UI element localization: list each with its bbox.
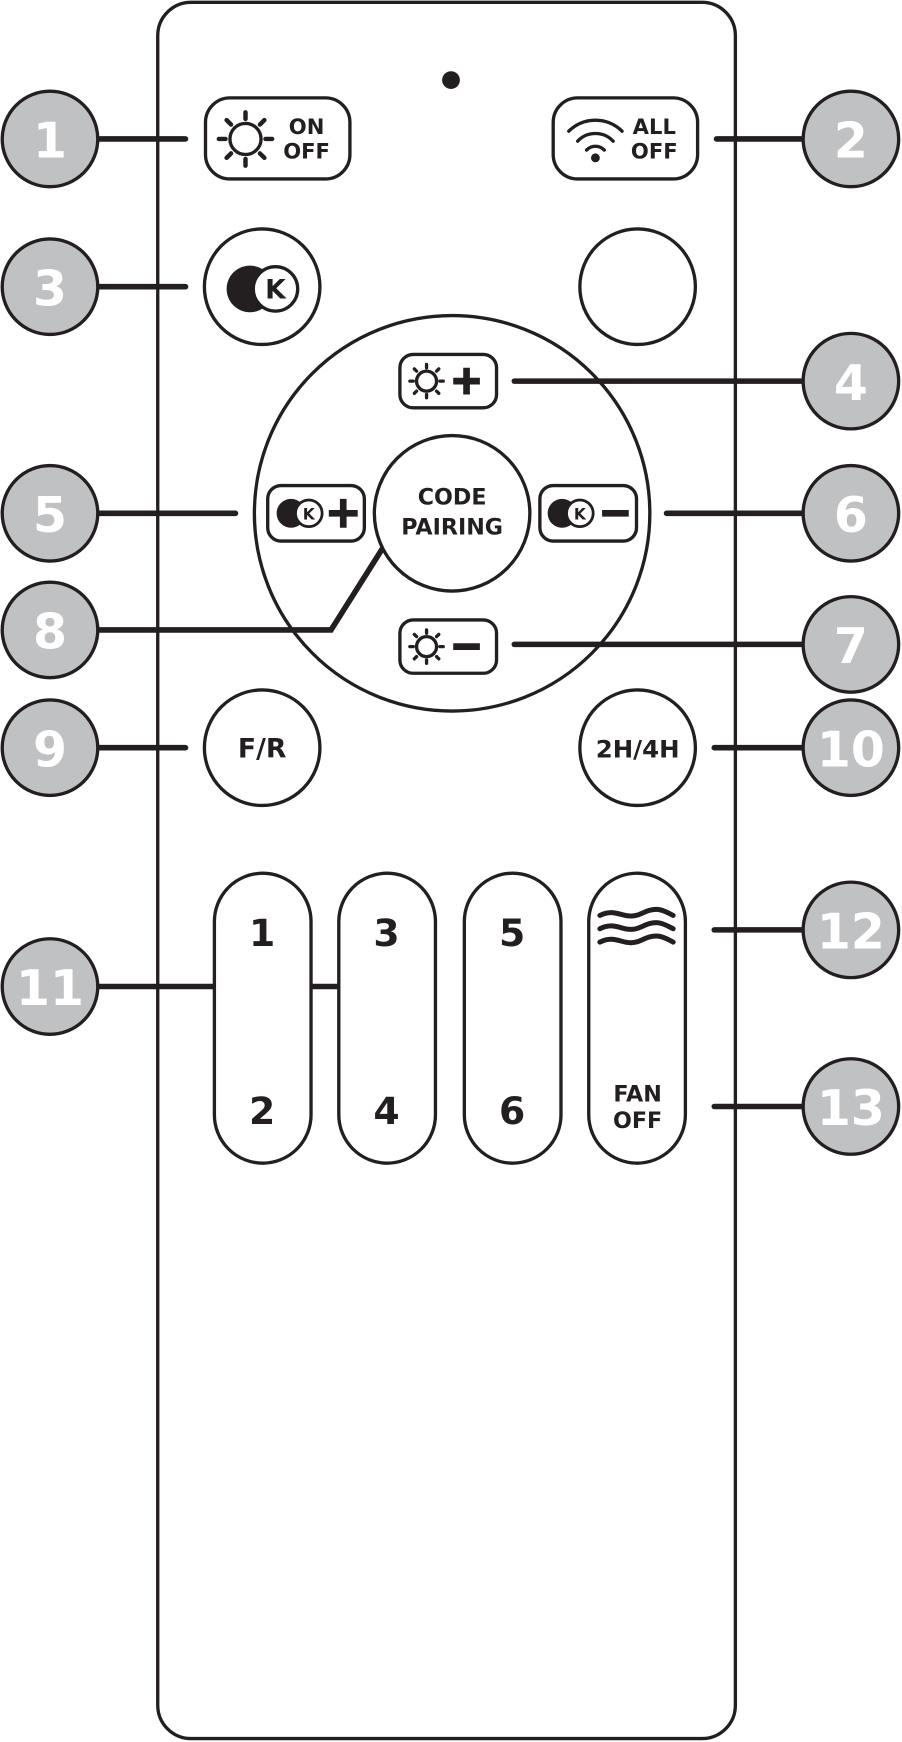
wireless-signal-icon: [567, 118, 624, 163]
fan-off-button[interactable]: FAN OFF: [587, 871, 688, 1165]
breeze-icon: [597, 906, 676, 946]
callout-11: 11: [0, 937, 100, 1036]
fan-off-label: OFF: [613, 1108, 662, 1134]
svg-text:5: 5: [499, 911, 525, 955]
color-temperature-icon: K: [226, 265, 300, 313]
callout-9: 9: [0, 698, 100, 798]
svg-text:1: 1: [33, 113, 67, 170]
dial-ring: [252, 313, 652, 713]
callout-10: 10: [801, 698, 901, 798]
cct-plus-icon: K: [276, 498, 358, 529]
svg-text:1: 1: [249, 911, 275, 955]
svg-text:5: 5: [33, 487, 67, 544]
svg-text:K: K: [574, 505, 587, 523]
svg-text:2: 2: [834, 113, 868, 170]
code-label: CODE: [418, 485, 487, 511]
callout-12: 12: [801, 880, 901, 980]
cct-minus-icon: K: [547, 498, 629, 529]
svg-text:6: 6: [834, 487, 868, 544]
speed-3-4-button[interactable]: 3 4: [337, 871, 438, 1165]
callout-5: 5: [0, 463, 100, 563]
svg-text:9: 9: [33, 721, 67, 778]
svg-text:13: 13: [817, 1080, 885, 1137]
blank-button[interactable]: [578, 227, 698, 347]
speed-1-2-button[interactable]: 1 2: [212, 871, 313, 1165]
svg-text:3: 3: [33, 260, 67, 317]
callout-6: 6: [801, 463, 901, 563]
sun-minus-icon: [408, 628, 480, 665]
svg-text:10: 10: [817, 721, 885, 778]
svg-text:6: 6: [499, 1089, 525, 1133]
all-label: ALL: [633, 114, 676, 139]
pairing-label: PAIRING: [401, 515, 503, 541]
svg-text:12: 12: [817, 904, 885, 961]
svg-text:2: 2: [249, 1089, 275, 1133]
light-on-off-button[interactable]: ON OFF: [203, 96, 352, 181]
forward-reverse-button[interactable]: F/R: [202, 688, 322, 808]
callout-8: 8: [0, 580, 100, 680]
callout-3: 3: [0, 237, 100, 337]
callout-7: 7: [801, 594, 901, 694]
sun-icon: [216, 110, 275, 168]
timer-button[interactable]: 2H/4H: [578, 688, 698, 808]
sun-plus-icon: [408, 362, 480, 400]
svg-text:F/R: F/R: [238, 733, 286, 764]
all-off-button[interactable]: ALL OFF: [551, 96, 700, 181]
svg-text:7: 7: [834, 618, 868, 675]
callout-4: 4: [801, 331, 901, 431]
svg-text:4: 4: [834, 355, 868, 412]
speed-5-6-button[interactable]: 5 6: [462, 871, 563, 1165]
callout-1: 1: [0, 89, 100, 189]
fan-label: FAN: [613, 1081, 661, 1107]
color-temperature-button[interactable]: K: [202, 227, 322, 347]
code-pairing-button[interactable]: CODE PAIRING: [372, 433, 532, 593]
svg-text:K: K: [303, 505, 316, 523]
on-label: ON: [289, 114, 325, 139]
remote-body: [156, 0, 738, 1741]
callout-13: 13: [801, 1057, 901, 1156]
svg-text:K: K: [265, 275, 287, 306]
svg-text:4: 4: [373, 1089, 399, 1133]
color-temperature-down-button[interactable]: K: [538, 483, 639, 543]
ir-led-indicator: [442, 71, 460, 89]
callout-2: 2: [801, 89, 901, 189]
all-off-label: OFF: [631, 139, 678, 164]
svg-text:11: 11: [16, 960, 84, 1017]
brightness-up-button[interactable]: [398, 352, 499, 410]
off-label: OFF: [283, 139, 330, 164]
svg-text:3: 3: [373, 911, 399, 955]
svg-text:2H/4H: 2H/4H: [596, 734, 680, 763]
svg-text:8: 8: [33, 604, 67, 661]
color-temperature-up-button[interactable]: K: [266, 483, 367, 543]
brightness-down-button[interactable]: [398, 618, 499, 675]
